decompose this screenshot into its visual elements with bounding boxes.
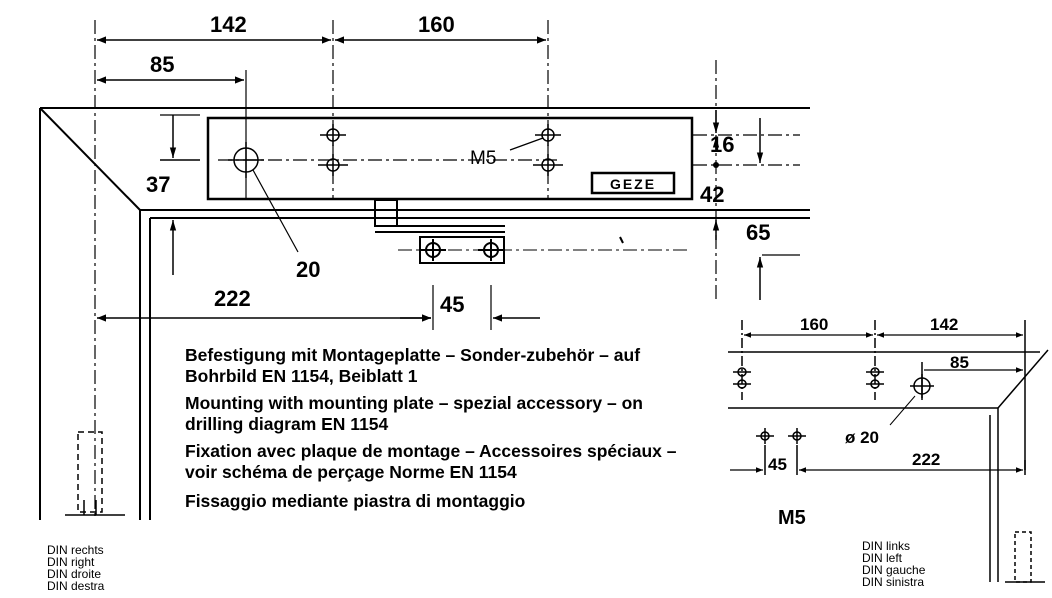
center-dot: [713, 162, 719, 168]
small-dia-20: ø 20: [845, 428, 879, 447]
dim-45: 45: [440, 292, 464, 317]
caption-en: Mounting with mounting plate – spezial a…: [185, 393, 643, 434]
din-right-de: DIN rechts: [47, 543, 104, 557]
small-dim-142: 142: [930, 315, 958, 334]
dim-65: 65: [746, 220, 770, 245]
din-left-en: DIN left: [862, 551, 903, 565]
small-dim-160: 160: [800, 315, 828, 334]
caption-fr: Fixation avec plaque de montage – Access…: [185, 441, 677, 482]
dim-142: 142: [210, 12, 247, 37]
brand-box: [590, 171, 676, 195]
hole-20-leader: [252, 169, 299, 253]
dim-37: 37: [146, 172, 170, 197]
dim-42: 42: [700, 182, 724, 207]
din-left-it: DIN sinistra: [862, 575, 925, 589]
caption-de: Befestigung mit Montageplatte – Sonder-z…: [185, 345, 641, 386]
dim-222: 222: [214, 286, 251, 311]
left-hinge: [65, 431, 125, 516]
din-left-fr: DIN gauche: [862, 563, 926, 577]
small-diagram: [728, 320, 1049, 583]
din-right-en: DIN right: [47, 555, 95, 569]
dim-85: 85: [150, 52, 174, 77]
m5-leader: [509, 137, 544, 151]
arm-bracket: [374, 199, 690, 264]
dim-160: 160: [418, 12, 455, 37]
m5-holes: [318, 124, 563, 176]
mounting-plate: [206, 116, 694, 201]
door-frame: [39, 107, 810, 520]
small-label-m5: M5: [778, 507, 806, 529]
din-left-labels: DIN links DIN left DIN gauche DIN sinist…: [862, 540, 925, 588]
mounting-caption: Befestigung mit Montageplatte – Sonder-z…: [185, 345, 705, 518]
small-dim-85: 85: [950, 353, 969, 372]
label-m5: M5: [470, 148, 496, 169]
extension-lines: [94, 20, 800, 520]
dim-20: 20: [296, 257, 320, 282]
din-right-it: DIN destra: [47, 579, 105, 593]
horizontal-dimensions: [97, 36, 546, 322]
din-left-de: DIN links: [862, 539, 911, 553]
din-right-labels: DIN rechts DIN right DIN droite DIN dest…: [47, 544, 104, 592]
small-dim-222: 222: [912, 450, 940, 469]
dim-37-arrows: [160, 115, 200, 275]
caption-it: Fissaggio mediante piastra di montaggio: [185, 491, 526, 511]
small-dim-45: 45: [768, 455, 787, 474]
small-dimension-arrows: [730, 332, 1023, 473]
din-right-fr: DIN droite: [47, 567, 102, 581]
dim-16: 16: [710, 132, 734, 157]
brand-label: GEZE: [610, 176, 656, 192]
right-vertical-dimensions: [712, 110, 764, 300]
